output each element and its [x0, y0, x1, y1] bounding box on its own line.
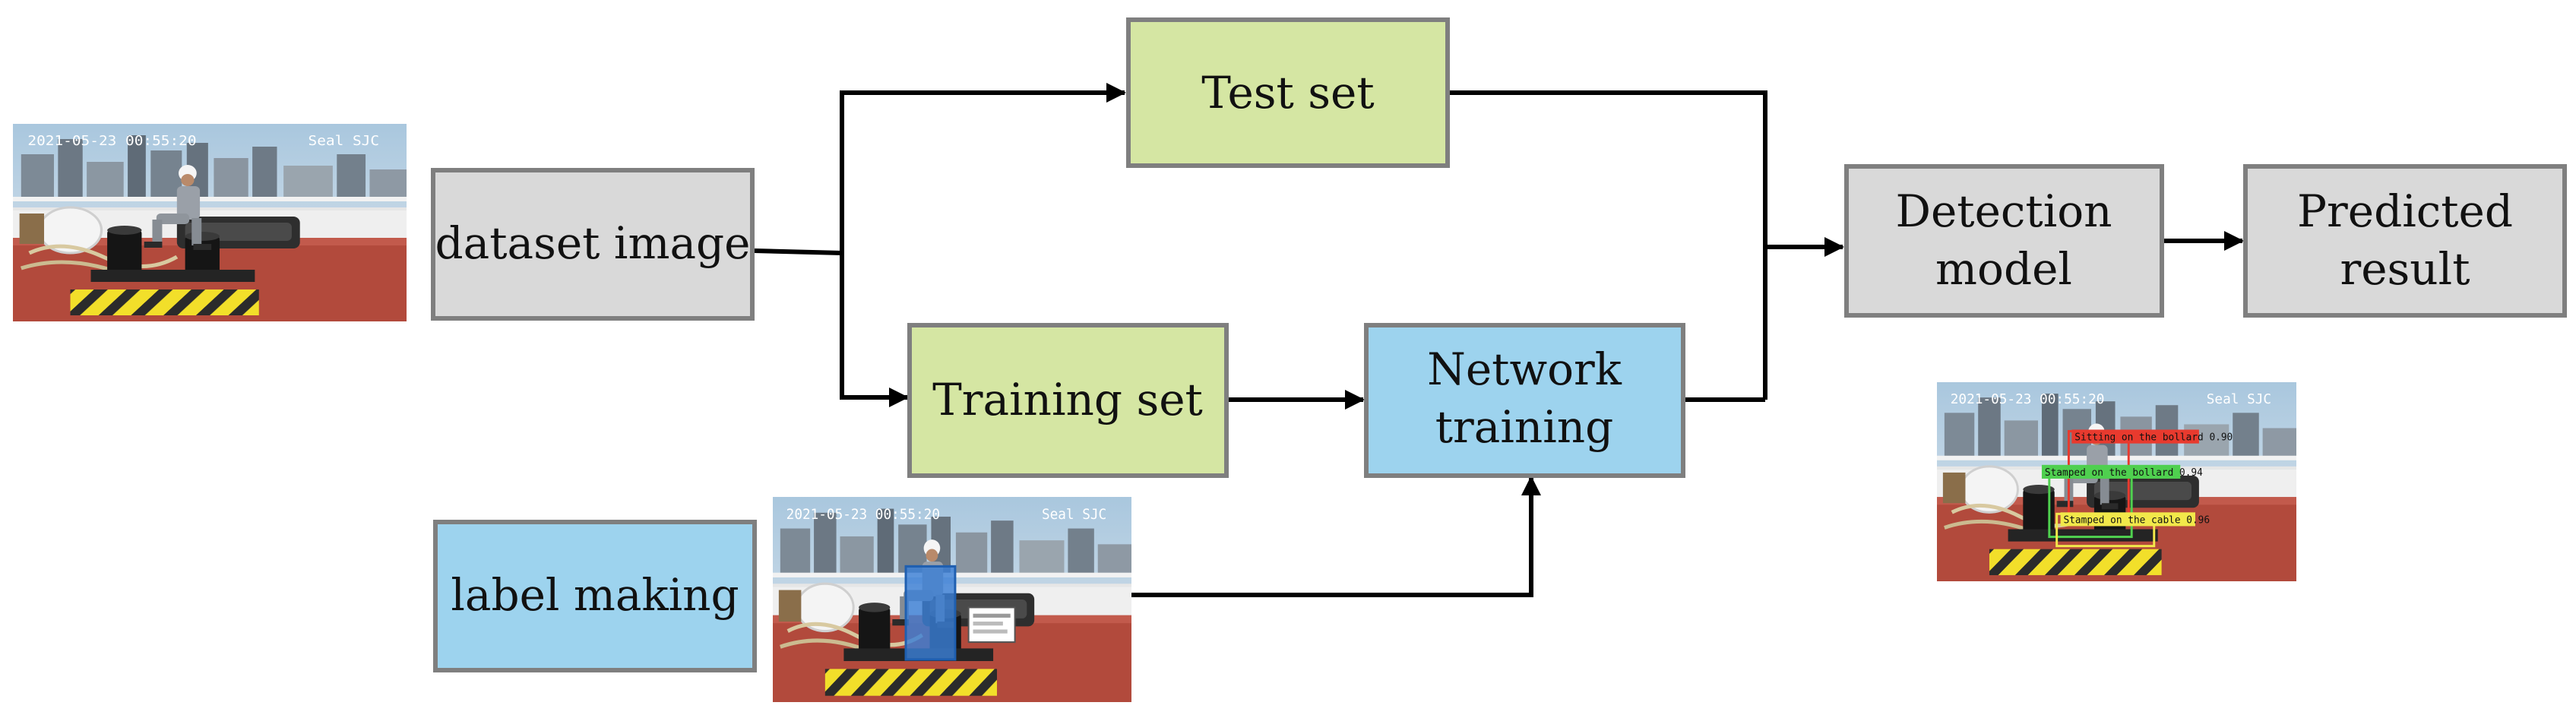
dataset-sample-photo: 2021-05-23 00:55:20 Seal SJC	[13, 124, 407, 321]
node-label-making: label making	[433, 520, 757, 672]
training-set-label: Training set	[932, 374, 1203, 426]
detection-label-stamped-cable: Stamped on the cable 0.96	[2064, 514, 2210, 526]
node-predicted-result: Predicted result	[2243, 164, 2567, 318]
test-set-label: Test set	[1201, 67, 1374, 119]
label-making-photo: 2021-05-23 00:55:20 Seal SJC	[773, 497, 1131, 702]
dataset-photo-camera-name: Seal SJC	[309, 134, 380, 149]
detection-tag-stamped-cable	[2060, 512, 2195, 527]
node-test-set: Test set	[1126, 17, 1450, 168]
label-photo-camera-name: Seal SJC	[1042, 507, 1106, 524]
connector-dataset-to-branch	[754, 248, 843, 255]
connector-label-to-network	[1131, 476, 1541, 597]
detection-tag-sitting	[2071, 429, 2199, 444]
network-training-label-line1: Network	[1427, 343, 1622, 395]
detection-tag-stamped-bollard	[2041, 464, 2181, 479]
detection-label-sitting: Sitting on the bollard 0.90	[2074, 432, 2233, 443]
connector-to-test-set	[840, 83, 1126, 253]
label-making-label: label making	[451, 569, 739, 621]
predicted-photo-timestamp: 2021-05-23 00:55:20	[1951, 391, 2105, 407]
detection-model-label-line2: model	[1935, 243, 2072, 295]
node-training-set: Training set	[907, 323, 1229, 478]
dataset-photo-timestamp: 2021-05-23 00:55:20	[27, 134, 196, 149]
detection-label-stamped-bollard: Stamped on the bollard 0.94	[2045, 467, 2203, 479]
node-detection-model: Detection model	[1844, 164, 2164, 318]
detection-model-label-line1: Detection	[1895, 185, 2112, 237]
predicted-result-label-line1: Predicted	[2297, 185, 2513, 237]
predicted-photo-camera-name: Seal SJC	[2207, 391, 2271, 407]
connectors	[754, 83, 2244, 597]
network-training-label-line2: training	[1435, 401, 1614, 453]
connector-test-to-merge	[1450, 90, 1767, 400]
connector-to-training-set	[840, 253, 909, 407]
predicted-result-photo: 2021-05-23 00:55:20 Seal SJC Sitting on …	[1937, 382, 2296, 581]
label-photo-timestamp: 2021-05-23 00:55:20	[786, 507, 940, 524]
predicted-result-label-line2: result	[2340, 243, 2470, 295]
node-network-training: Network training	[1364, 323, 1685, 478]
node-dataset-image: dataset image	[431, 168, 755, 321]
dataset-image-label: dataset image	[435, 217, 750, 269]
label-annotation-box	[904, 565, 957, 661]
